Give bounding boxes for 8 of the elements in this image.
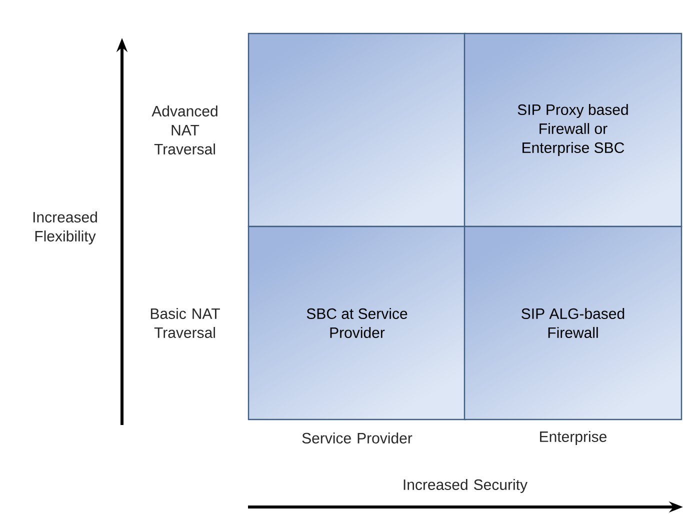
axis-label: Basic NAT Traversal (150, 308, 220, 338)
quadrant-cell: SIP ALG-based Firewall (464, 226, 682, 420)
quadrant-cell: SIP Proxy based Firewall or Enterprise SBC (464, 32, 682, 228)
quadrant-cell (248, 32, 466, 228)
axis-label: Increased Security (404, 479, 528, 493)
quadrant-cell: SBC at Service Provider (248, 226, 466, 420)
axis-label: Advanced NAT Traversal (152, 105, 218, 154)
axis-label: Increased Flexibility (33, 212, 97, 244)
